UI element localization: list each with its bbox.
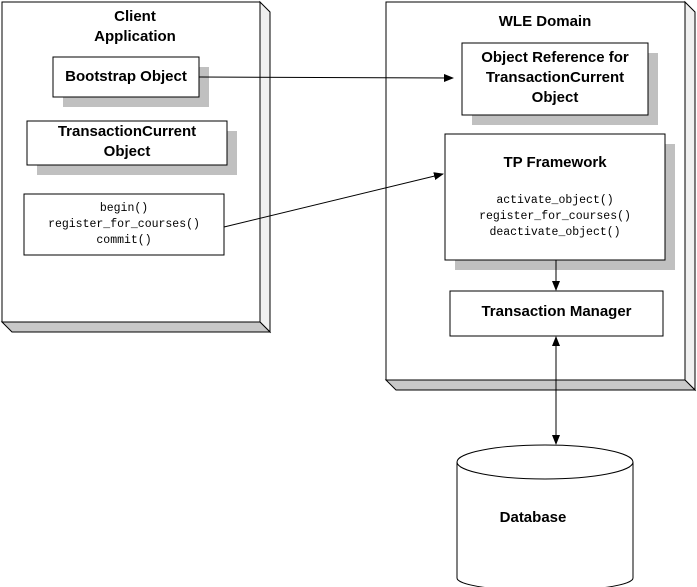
object-reference-box [461, 42, 658, 125]
object-reference-line3: Object [531, 89, 579, 106]
client-calls-box [23, 193, 225, 256]
tp-framework-box [444, 133, 675, 270]
domain-title: WLE Domain [498, 13, 592, 30]
bootstrap-object-box [52, 56, 209, 107]
tp-framework-title: TP Framework [503, 154, 607, 171]
arrow-bootstrap-to-objref [198, 73, 454, 82]
call-register: register_for_courses() [48, 218, 200, 231]
tp-call-activate: activate_object() [496, 194, 614, 207]
tp-calls: activate_object() register_for_courses()… [445, 193, 665, 241]
database-label: Database [499, 509, 567, 526]
arrow-calls-to-tp [223, 172, 444, 228]
client-title-line2: Application [94, 28, 176, 45]
object-reference-label: Object Reference for TransactionCurrent … [462, 48, 648, 108]
client-title-line1: Client [114, 8, 156, 25]
call-commit: commit() [96, 234, 152, 247]
call-begin: begin() [99, 202, 149, 215]
transaction-manager-label: Transaction Manager [481, 303, 632, 320]
transaction-current-box [26, 120, 237, 175]
transaction-manager-box [449, 290, 664, 337]
transaction-current-line2: Object [103, 143, 151, 160]
client-calls: begin() register_for_courses() commit() [24, 201, 224, 249]
transaction-current-label: TransactionCurrent Object [27, 122, 227, 162]
client-title: Client Application [60, 7, 210, 47]
object-reference-line2: TransactionCurrent [485, 69, 625, 86]
tp-call-deactivate: deactivate_object() [489, 226, 621, 239]
tp-call-register: register_for_courses() [479, 210, 631, 223]
transaction-current-line1: TransactionCurrent [57, 123, 197, 140]
database-cylinder [456, 444, 634, 587]
bootstrap-label: Bootstrap Object [65, 68, 187, 85]
object-reference-line1: Object Reference for [481, 49, 629, 66]
